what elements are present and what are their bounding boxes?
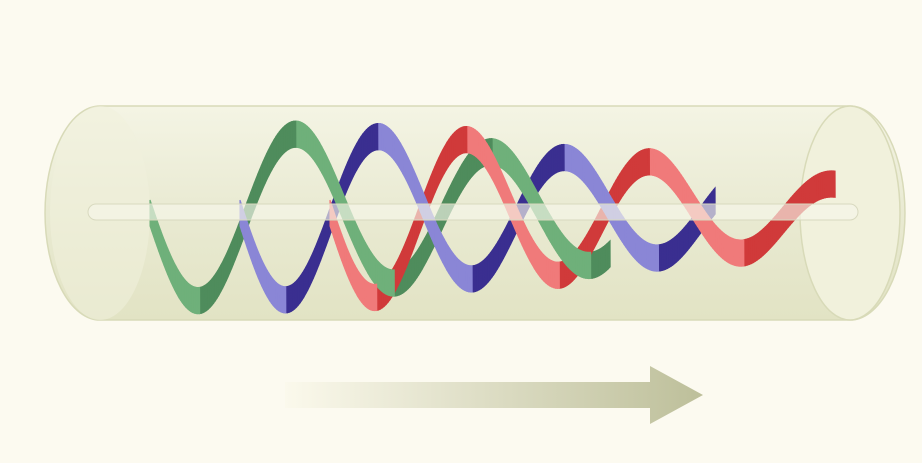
blue-helix-segment <box>657 245 659 271</box>
green-helix-segment <box>589 252 591 278</box>
red-helix-segment <box>833 171 835 197</box>
red-helix-segment <box>375 284 377 310</box>
blue-helix-segment <box>470 266 472 292</box>
green-helix-segment <box>198 288 200 314</box>
axis-rod <box>88 204 858 220</box>
green-helix-segment <box>392 270 394 296</box>
green-helix-segment <box>608 241 610 269</box>
blue-helix-segment <box>284 287 286 313</box>
red-helix-segment <box>557 262 559 288</box>
red-helix-segment <box>742 240 744 266</box>
